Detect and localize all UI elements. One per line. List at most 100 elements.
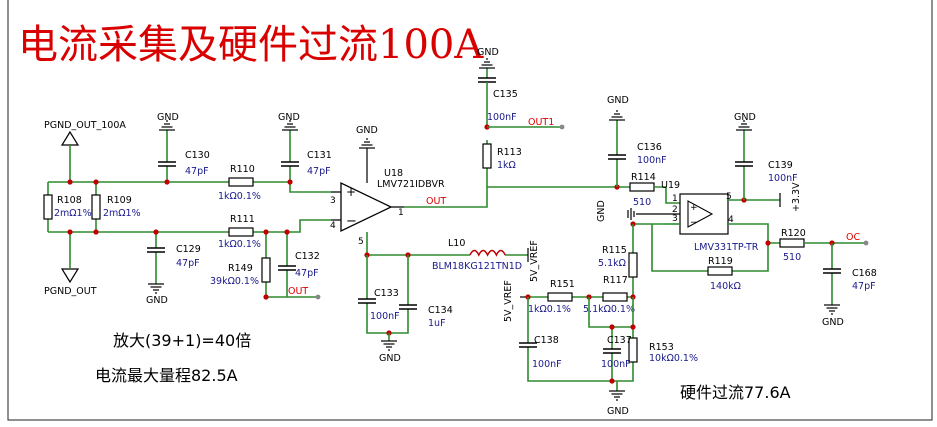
sheet-border [7,0,933,421]
r108: R108 2mΩ1% [43,194,92,220]
svg-text:PGND_OUT: PGND_OUT [44,286,97,297]
svg-text:GND: GND [734,112,756,123]
c139: GND C139 100nF [734,112,798,184]
svg-text:GND: GND [477,47,499,58]
r111: R111 1kΩ0.1% [218,214,261,250]
svg-text:GND: GND [146,295,168,306]
svg-text:5.1kΩ0.1%: 5.1kΩ0.1% [583,304,635,315]
divider-gnd-label: GND [607,406,629,417]
svg-text:100nF: 100nF [637,155,667,166]
c131: GND C131 47pF [278,112,332,177]
svg-text:47pF: 47pF [295,268,319,279]
p3v3-label: +3.3V [791,182,802,212]
svg-text:R151: R151 [550,279,575,290]
svg-text:5: 5 [358,237,364,247]
out-net-label: OUT [426,196,446,207]
svg-text:47pF: 47pF [307,166,331,177]
svg-text:LMV331TP-TR: LMV331TP-TR [694,242,759,253]
svg-text:1: 1 [398,208,404,218]
svg-text:5.1kΩ: 5.1kΩ [598,258,626,269]
svg-text:C136: C136 [637,142,662,153]
svg-text:2mΩ1%: 2mΩ1% [54,208,92,219]
svg-text:U19: U19 [661,180,680,191]
svg-text:C135: C135 [493,89,518,100]
out-net-label-left: OUT [288,286,308,297]
svg-text:C131: C131 [307,150,332,161]
r117: R117 5.1kΩ0.1% [583,275,635,315]
svg-text:3: 3 [672,214,678,224]
c135: GND C135 100nF [477,47,518,123]
r110: R110 1kΩ0.1% [218,164,261,202]
svg-text:R115: R115 [602,245,627,256]
svg-text:510: 510 [783,252,801,263]
svg-text:R111: R111 [230,214,255,225]
c136: GND C136 100nF [607,95,667,166]
svg-text:C129: C129 [176,244,201,255]
vref-label-divider: 5V_VREF [503,280,514,322]
svg-text:GND: GND [822,317,844,328]
r113: R113 1kΩ [497,147,522,171]
svg-text:C130: C130 [185,150,210,161]
gain-note: 放大(39+1)=40倍 [113,331,251,350]
svg-text:−: − [346,214,357,229]
svg-text:1kΩ: 1kΩ [497,160,516,171]
svg-text:R109: R109 [107,195,132,206]
svg-text:BLM18KG121TN1D: BLM18KG121TN1D [432,261,522,272]
svg-text:3: 3 [330,196,336,206]
svg-text:4: 4 [728,215,734,225]
r153: R153 10kΩ0.1% [649,342,698,364]
svg-text:GND: GND [607,95,629,106]
svg-text:R119: R119 [708,256,733,267]
svg-text:GND: GND [278,112,300,123]
c132: C132 47pF [295,251,320,279]
svg-text:C137: C137 [607,335,632,346]
r149: R149 39kΩ0.1% [210,263,259,287]
svg-text:2: 2 [672,205,678,215]
svg-text:100nF: 100nF [768,173,798,184]
svg-text:10kΩ0.1%: 10kΩ0.1% [649,353,698,364]
svg-text:R108: R108 [57,195,82,206]
svg-text:GND: GND [157,112,179,123]
svg-text:−: − [690,218,698,228]
svg-text:R117: R117 [603,275,628,286]
oc-net-label: OC [846,232,860,243]
out1-net-label: OUT1 [528,117,554,128]
svg-text:510: 510 [633,197,651,208]
svg-text:R149: R149 [228,263,253,274]
svg-text:C139: C139 [768,160,793,171]
svg-text:C132: C132 [295,251,320,262]
svg-text:39kΩ0.1%: 39kΩ0.1% [210,276,259,287]
c129: C129 47pF GND [146,244,201,306]
svg-text:47pF: 47pF [185,166,209,177]
u18-gnd-label: GND [356,125,378,136]
svg-text:4: 4 [330,221,336,231]
r114: R114 510 [631,172,656,208]
pgnd-out-port: PGND_OUT [44,268,97,297]
svg-text:47pF: 47pF [852,281,876,292]
range-note: 电流最大量程82.5A [95,366,238,385]
svg-text:LMV721IDBVR: LMV721IDBVR [377,179,445,190]
svg-text:1kΩ0.1%: 1kΩ0.1% [218,191,261,202]
svg-text:100nF: 100nF [487,112,517,123]
svg-text:100nF: 100nF [601,359,631,370]
svg-text:C134: C134 [428,305,453,316]
svg-text:+: + [346,185,356,199]
svg-text:5: 5 [726,192,732,202]
svg-text:100nF: 100nF [370,311,400,322]
svg-text:R120: R120 [781,228,806,239]
svg-text:R114: R114 [631,172,656,183]
c133: C133 100nF [370,288,400,322]
svg-text:+: + [690,203,698,213]
svg-text:R153: R153 [649,342,674,353]
c138: C138 100nF [532,335,562,370]
svg-text:47pF: 47pF [176,258,200,269]
svg-text:1kΩ0.1%: 1kΩ0.1% [218,239,261,250]
svg-text:140kΩ: 140kΩ [710,281,741,292]
page-title: 电流采集及硬件过流100A [18,22,484,68]
svg-text:R113: R113 [497,147,522,158]
r120: R120 510 [781,228,806,263]
r115: R115 5.1kΩ [598,245,627,269]
r151: R151 1kΩ0.1% [528,279,575,315]
u18-opamp: + − U18 LMV721IDBVR 3 4 1 5 [330,168,445,247]
svg-text:C168: C168 [852,268,877,279]
